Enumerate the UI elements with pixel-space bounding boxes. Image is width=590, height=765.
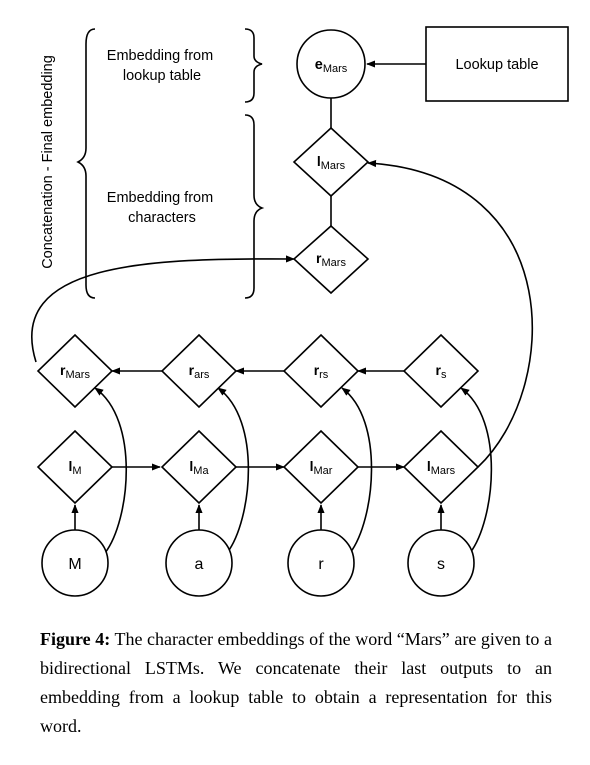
final-embedding-node xyxy=(296,29,366,99)
backward-final-label: rMars xyxy=(316,250,346,269)
final-embedding-label: eMars xyxy=(315,57,348,75)
backward-state-2-label: rrs xyxy=(314,362,329,381)
forward-state-0-label: lM xyxy=(68,458,81,477)
caption-label: Figure 4: xyxy=(40,629,111,649)
forward-state-1-node xyxy=(160,429,238,505)
char-label-2: r xyxy=(318,556,324,573)
brace-concatenation xyxy=(76,28,96,299)
lookup-embedding-label: Embedding from lookup table xyxy=(107,48,217,84)
char-node-3 xyxy=(407,529,475,597)
backward-state-3-node xyxy=(402,333,480,409)
lookup-table-label: Lookup table xyxy=(455,57,538,73)
forward-final-label: lMars xyxy=(317,153,346,172)
caption-text: The character embeddings of the word “Ma… xyxy=(40,629,552,736)
backward-final-node xyxy=(292,224,370,295)
backward-state-1-node xyxy=(160,333,238,409)
brace-char-embedding xyxy=(244,114,265,299)
edge-char-3-backward xyxy=(460,387,493,554)
forward-state-3-label: lMars xyxy=(427,458,456,477)
edge-char-1-backward xyxy=(217,387,250,554)
edge-char-0-backward xyxy=(94,387,127,554)
forward-state-0-node xyxy=(36,429,114,505)
char-label-1: a xyxy=(195,556,204,573)
edge-char-2-backward xyxy=(341,387,373,554)
forward-state-2-label: lMar xyxy=(310,458,333,477)
char-node-1 xyxy=(165,529,233,597)
backward-state-0-label: rMars xyxy=(60,362,90,381)
char-node-2 xyxy=(287,529,355,597)
char-node-0 xyxy=(41,529,109,597)
figure-caption: Figure 4: The character embeddings of th… xyxy=(40,625,552,741)
backward-state-0-node xyxy=(36,333,114,409)
forward-final-node xyxy=(292,126,370,198)
edge-forward-last-to-top xyxy=(367,159,534,468)
brace-lookup-embedding xyxy=(244,28,263,103)
forward-state-3-node xyxy=(402,429,480,505)
concatenation-label: Concatenation - Final embedding xyxy=(40,55,56,269)
char-label-3: s xyxy=(437,556,445,573)
backward-state-2-node xyxy=(282,333,360,409)
backward-state-3-label: rs xyxy=(436,362,447,381)
lookup-table-box xyxy=(425,26,569,102)
architecture-diagram: Lookup table eMars lMars rMars Concatena… xyxy=(31,26,569,597)
forward-state-1-label: lMa xyxy=(189,458,209,477)
char-label-0: M xyxy=(68,556,81,573)
char-embedding-label: Embedding from characters xyxy=(107,190,217,226)
edge-backward-last-to-top xyxy=(31,255,295,363)
backward-state-1-label: rars xyxy=(189,362,210,381)
forward-lstm-row: lM lMa lMar lMars xyxy=(36,429,480,505)
forward-state-2-node xyxy=(282,429,360,505)
backward-lstm-row: rMars rars rrs rs xyxy=(36,333,480,409)
